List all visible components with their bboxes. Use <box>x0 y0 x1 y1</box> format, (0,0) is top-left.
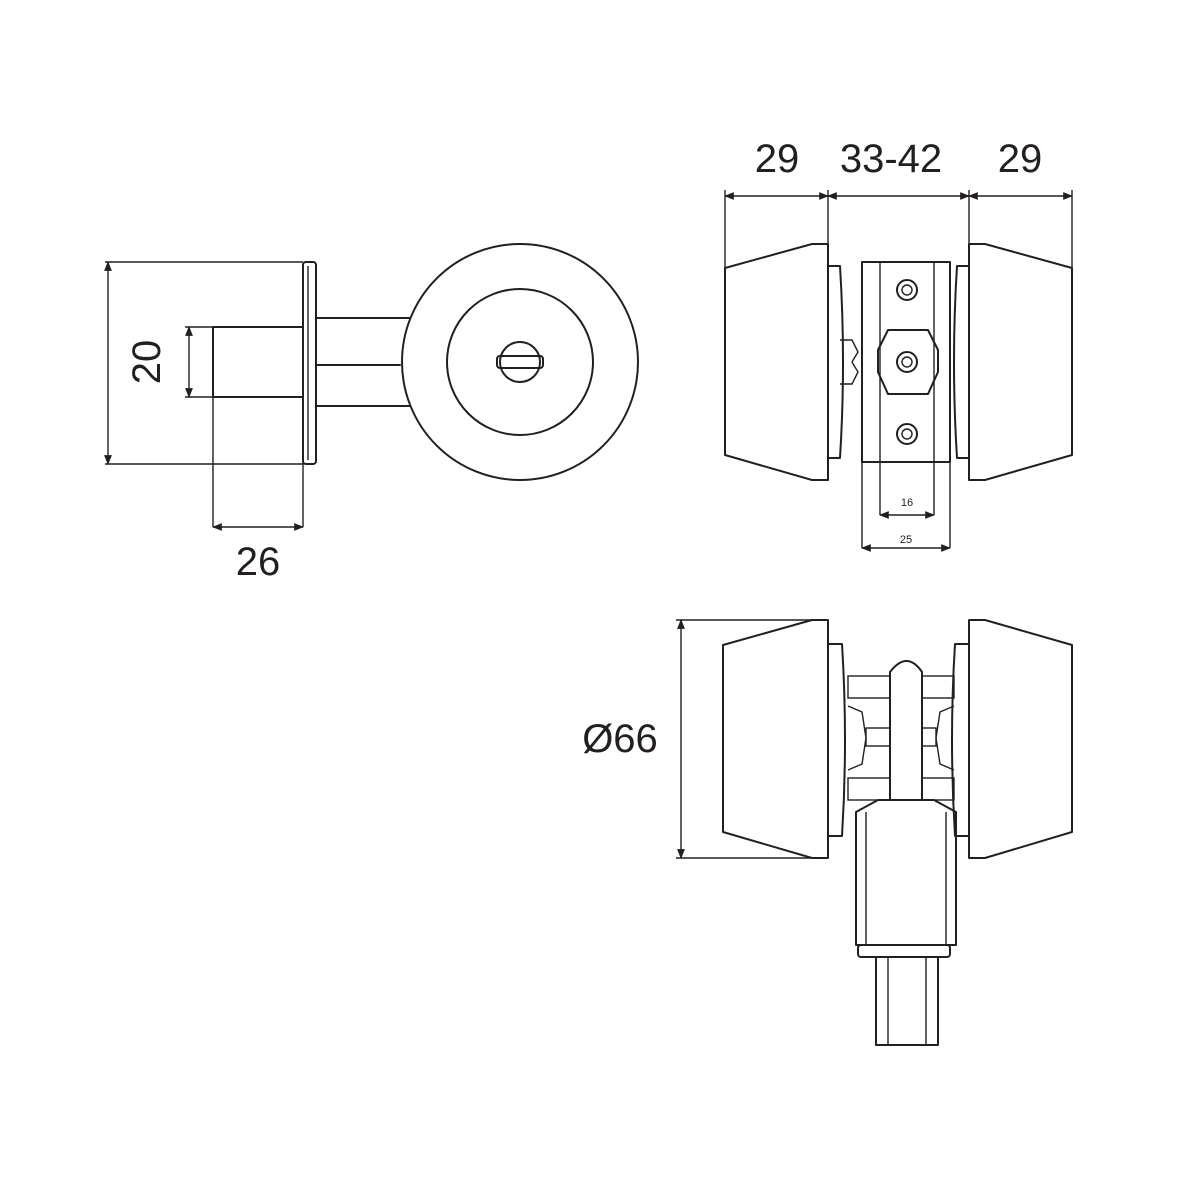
bolt-face <box>877 329 939 395</box>
flange-plate <box>302 261 317 465</box>
dimension-label-29-left: 29 <box>755 137 800 181</box>
latch-plate <box>861 261 951 463</box>
inner-rose <box>446 288 594 436</box>
right-housing <box>968 243 1073 481</box>
front-view <box>401 243 639 481</box>
turn-piece <box>499 341 541 383</box>
side-view <box>212 261 411 527</box>
dimension-label-29-right: 29 <box>998 137 1043 181</box>
dimension-label-16: 16 <box>901 497 913 509</box>
dimension-top-widths: 29 33-42 29 <box>724 137 1073 268</box>
left-housing <box>724 243 829 481</box>
section-latch <box>889 660 923 801</box>
bolt-housing <box>855 799 957 946</box>
bolt-tip <box>875 956 939 1046</box>
turn-slot <box>496 355 544 369</box>
top-assembly-view <box>724 243 1073 548</box>
dimension-label-33-42: 33-42 <box>840 137 942 181</box>
section-right-housing <box>968 619 1073 859</box>
dimension-bolt-widths: 16 25 <box>861 497 951 552</box>
dimension-label-diameter: Ø66 <box>582 717 658 761</box>
dimension-20: 20 <box>104 261 303 465</box>
dimension-label-26: 26 <box>236 540 281 584</box>
section-left-housing <box>722 619 829 859</box>
dimension-26: 26 <box>212 523 304 584</box>
outer-rose <box>401 243 639 481</box>
dimension-diameter: Ø66 <box>582 619 828 859</box>
dimension-label-25: 25 <box>900 534 912 546</box>
dimension-label-20: 20 <box>125 340 169 385</box>
bolt-collar <box>857 944 951 958</box>
tail-piece <box>212 326 304 398</box>
section-view <box>722 619 1073 1046</box>
